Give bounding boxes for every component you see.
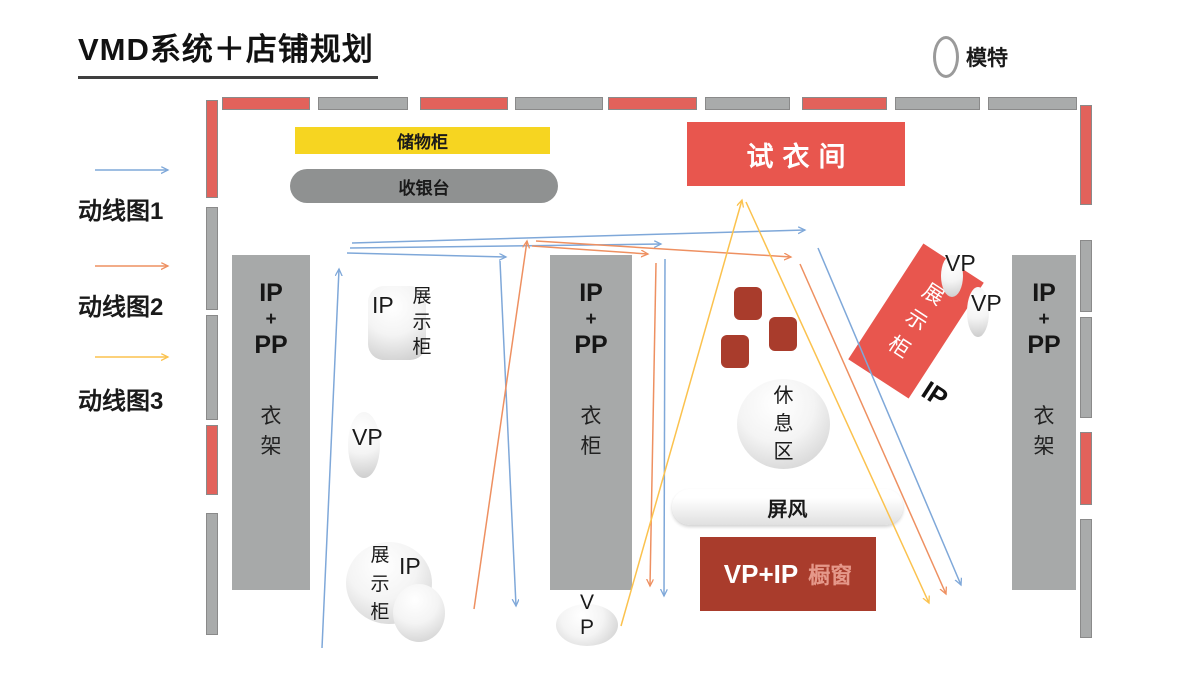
wall-segment [206, 425, 218, 495]
rack-plus-label: + [265, 308, 277, 330]
flow-line-orange [531, 245, 648, 254]
flow-line-orange [473, 241, 527, 610]
wall-segment [1080, 519, 1092, 638]
flow-line-orange [650, 262, 657, 586]
wall-segment [318, 97, 408, 110]
display-case-label: 展示柜 [370, 545, 390, 623]
wall-segment [705, 97, 790, 110]
wall-segment [1080, 432, 1092, 505]
flow-line-blue [321, 269, 339, 649]
fitting-room: 试衣间 [687, 122, 905, 186]
rack-pp-label: PP [254, 330, 288, 359]
cashier-desk-label: 收银台 [398, 178, 450, 198]
seat-square [769, 317, 797, 351]
wall-segment [206, 315, 218, 420]
clothes-rack-left: IP + PP 衣架 [232, 255, 310, 590]
storage-cabinet: 储物柜 [295, 127, 550, 154]
show-window: VP+IP 橱窗 [700, 537, 876, 611]
vp-label-right-bottom: VP [971, 290, 1002, 316]
clothes-rack-right: IP + PP 衣架 [1012, 255, 1076, 590]
flow-line-blue [664, 258, 665, 596]
wall-segment [608, 97, 697, 110]
flow-line-blue [499, 260, 516, 606]
wall-segment [1080, 105, 1092, 205]
display-case-bottom-left: 展示柜 IP [346, 538, 450, 646]
flow-line-blue [349, 244, 661, 249]
wardrobe-center: IP + PP 衣柜 [550, 255, 632, 590]
wall-segment [222, 97, 310, 110]
rack-ip-label: IP [579, 279, 603, 307]
screen-partition: 屏风 [672, 489, 903, 525]
rack-name-label: 衣架 [1033, 404, 1055, 458]
wall-segment [420, 97, 508, 110]
display-case-label: 展示柜 [412, 286, 432, 359]
wall-segment [206, 207, 218, 310]
display-case-shape [393, 584, 445, 642]
display-case-top-left: IP 展示柜 [368, 284, 438, 362]
vp-label-left: VP [352, 424, 383, 450]
wall-segment [515, 97, 603, 110]
screen-label: 屏风 [767, 498, 808, 521]
ip-label: IP [399, 553, 421, 579]
legend-label-flow2: 动线图2 [78, 294, 164, 321]
wall-segment [895, 97, 980, 110]
ip-label: IP [372, 292, 394, 318]
rack-plus-label: + [585, 308, 597, 330]
flow-line-blue [346, 252, 506, 257]
storage-cabinet-label: 储物柜 [397, 133, 448, 152]
wall-segment [988, 97, 1077, 110]
show-window-cn-label: 橱窗 [808, 563, 853, 588]
display-case-shape [368, 286, 426, 360]
model-label: 模特 [966, 47, 1008, 70]
page-title: VMD系统＋店铺规划 [78, 24, 378, 79]
wall-segment [1080, 317, 1092, 418]
wall-segment [206, 100, 218, 198]
vp-label-right-top: VP [945, 250, 976, 276]
seat-square [721, 335, 749, 368]
rack-ip-label: IP [259, 279, 283, 307]
legend-label-flow3: 动线图3 [78, 388, 164, 415]
rack-name-label: 衣柜 [580, 404, 602, 458]
seat-square [734, 287, 762, 320]
cashier-desk: 收银台 [290, 169, 558, 203]
wall-segment [802, 97, 887, 110]
vp-spot-center [556, 604, 618, 646]
legend-label-flow1: 动线图1 [78, 198, 164, 225]
wall-segment [206, 513, 218, 635]
rest-area-label: 休息区 [773, 385, 794, 463]
ip-label: IP [916, 374, 954, 414]
rack-pp-label: PP [1027, 330, 1061, 359]
vp-spot-right-bottom [967, 287, 989, 337]
vp-spot-left [348, 412, 380, 478]
rack-plus-label: + [1038, 308, 1050, 330]
show-window-en-label: VP+IP [723, 558, 799, 589]
vp-label-center: VP [579, 591, 594, 640]
rack-pp-label: PP [574, 330, 608, 359]
display-case-label: 展示柜 [883, 279, 949, 363]
rack-name-label: 衣架 [260, 404, 282, 458]
rest-area: 休息区 [737, 379, 830, 469]
fitting-room-label: 试衣间 [746, 141, 855, 172]
model-icon [933, 36, 959, 78]
wall-segment [1080, 240, 1092, 312]
flow-line-blue [351, 230, 805, 244]
rack-ip-label: IP [1032, 279, 1056, 307]
